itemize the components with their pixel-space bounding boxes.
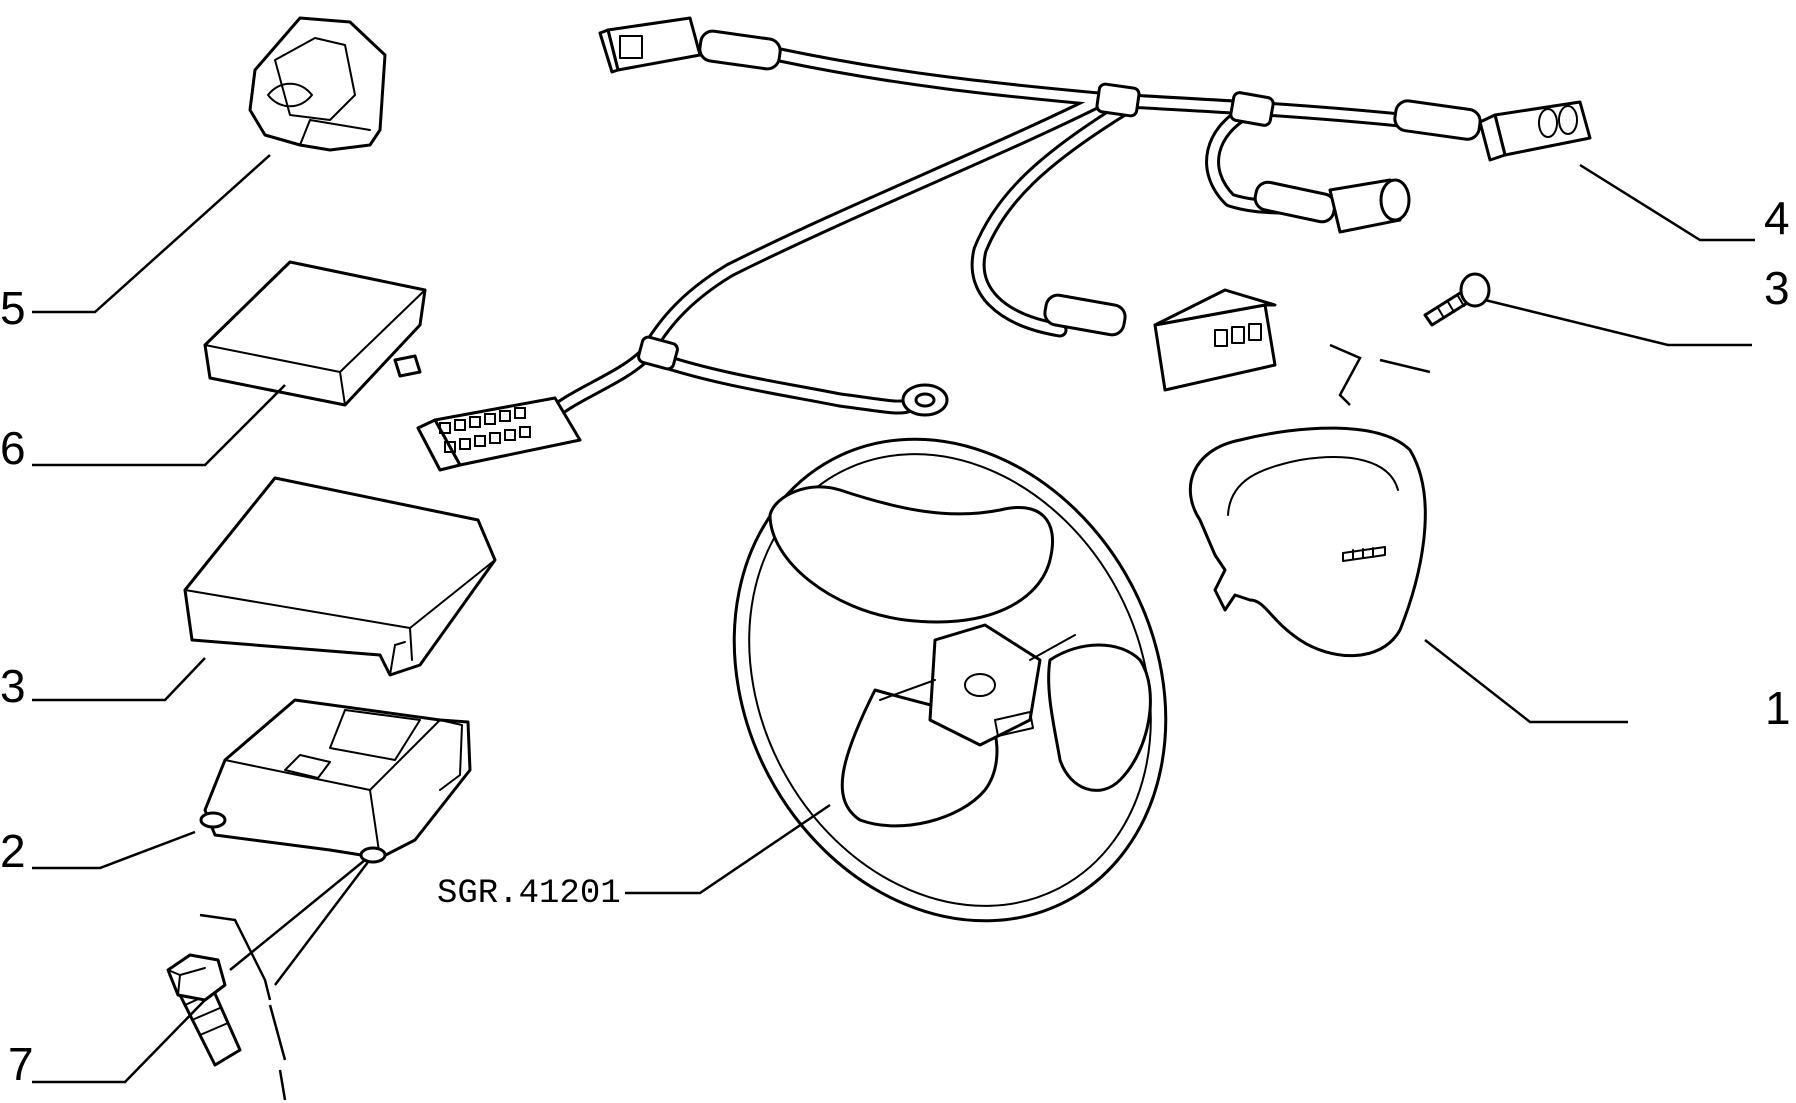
- reference-code: SGR.41201: [437, 875, 621, 913]
- clip-part: [248, 16, 387, 152]
- callout-6: 6: [0, 422, 26, 474]
- bolt-part: [166, 953, 242, 1067]
- small-round-connector: [1328, 178, 1411, 234]
- steering-wheel-part: [732, 437, 1168, 923]
- wiring-harness: [416, 16, 1592, 472]
- airbag-module-part: [1188, 426, 1427, 658]
- control-unit-part: [199, 698, 472, 864]
- screw-part: [1423, 272, 1491, 327]
- multi-pin-connector: [416, 396, 582, 472]
- callout-5: 5: [0, 282, 26, 334]
- square-connector: [1153, 288, 1277, 392]
- callout-7: 7: [8, 1038, 34, 1090]
- cover-box-part: [183, 476, 497, 677]
- top-left-connector: [598, 16, 702, 74]
- callout-1: 1: [1765, 682, 1791, 734]
- leader-lines: [32, 154, 1755, 1084]
- right-two-pin-connector: [1478, 100, 1592, 162]
- small-cover-part: [203, 260, 427, 407]
- callout-2: 2: [0, 825, 26, 877]
- callout-4: 4: [1764, 192, 1790, 244]
- callout-3-right: 3: [1764, 262, 1790, 314]
- break-mark-right: [1329, 343, 1431, 406]
- callout-3-left: 3: [0, 660, 26, 712]
- ring-terminal: [901, 383, 949, 417]
- break-mark-left: [199, 913, 287, 1101]
